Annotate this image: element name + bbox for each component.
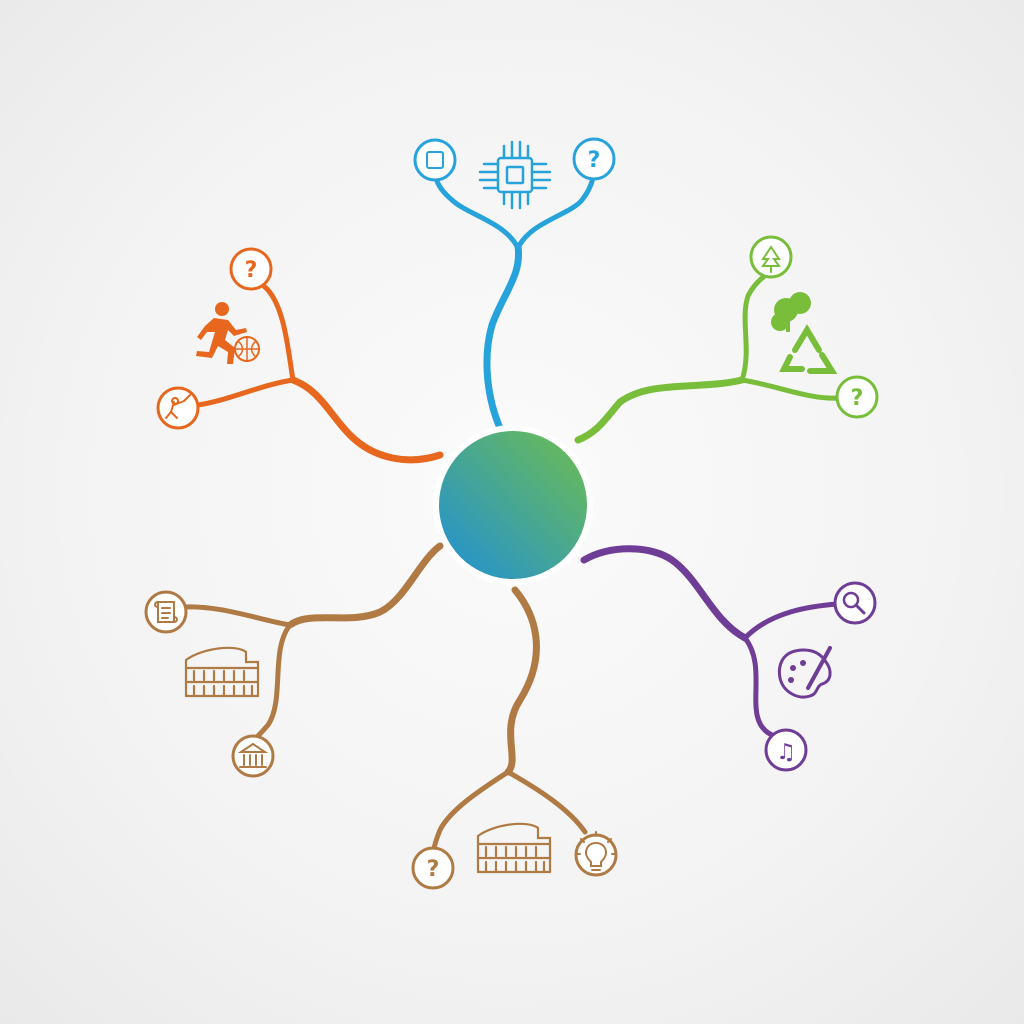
runner-icon <box>196 302 247 364</box>
branch-arts <box>580 545 877 772</box>
fencing-icon <box>156 386 200 430</box>
branch-environment-right-twig <box>739 377 841 401</box>
branch-history-bottom <box>411 586 618 890</box>
search-icon-handle <box>854 603 866 615</box>
question-icon <box>229 247 273 291</box>
tree-icon <box>749 235 793 279</box>
circuit-chip-icon <box>478 140 552 210</box>
branch-sports-up-twig <box>253 277 296 383</box>
question-icon-glyph: ? <box>245 258 258 283</box>
branch-history-left <box>144 542 444 778</box>
branch-history-bottom-right-twig <box>505 769 588 835</box>
basketball-icon-lines <box>234 336 260 362</box>
question-icon <box>835 375 879 419</box>
branch-history-left-down-twig <box>253 622 293 741</box>
recycle-icon <box>779 324 838 374</box>
branch-history-left-up-twig <box>181 604 293 628</box>
branch-technology-right-twig <box>515 175 596 251</box>
scroll-icon-shape <box>154 601 178 623</box>
branch-technology <box>413 137 616 432</box>
tree-cluster-icon <box>771 292 811 332</box>
question-icon-glyph: ? <box>588 148 601 173</box>
branch-technology-left-twig <box>433 175 521 251</box>
branch-technology-trunk <box>483 242 523 432</box>
fencing-icon-figure <box>165 394 191 419</box>
music-note-icon <box>764 728 808 772</box>
center-node <box>439 431 587 579</box>
branch-sports <box>156 247 444 464</box>
music-note-glyph: ♫ <box>776 740 796 765</box>
question-icon-glyph: ? <box>851 386 864 411</box>
tree-icon-shape <box>761 245 781 273</box>
branch-sports-down-twig <box>195 377 296 408</box>
branch-arts-up-twig <box>742 601 841 641</box>
colosseum-icon <box>184 646 260 698</box>
microchip-icon-body <box>426 151 444 169</box>
branch-environment-trunk <box>574 376 746 444</box>
microchip-icon <box>413 138 457 182</box>
branch-history-bottom-left-twig <box>431 769 511 853</box>
branch-history-bottom-trunk <box>504 586 540 776</box>
colosseum-icon <box>476 822 552 874</box>
lightbulb-shape <box>575 831 617 871</box>
branch-arts-trunk <box>580 545 749 642</box>
branch-environment <box>574 235 879 444</box>
branch-arts-down-twig <box>742 635 775 738</box>
search-icon <box>833 581 877 625</box>
palette-icon <box>777 646 832 699</box>
palette-dots <box>788 660 806 683</box>
museum-icon-shape <box>237 742 269 768</box>
question-icon <box>572 137 616 181</box>
branch-environment-up-twig <box>739 272 769 383</box>
question-icon-glyph: ? <box>427 857 440 882</box>
question-icon <box>411 846 455 890</box>
search-icon-lens <box>842 591 860 609</box>
branch-sports-trunk <box>289 376 444 464</box>
museum-icon <box>231 734 275 778</box>
branch-history-left-trunk <box>286 542 444 629</box>
